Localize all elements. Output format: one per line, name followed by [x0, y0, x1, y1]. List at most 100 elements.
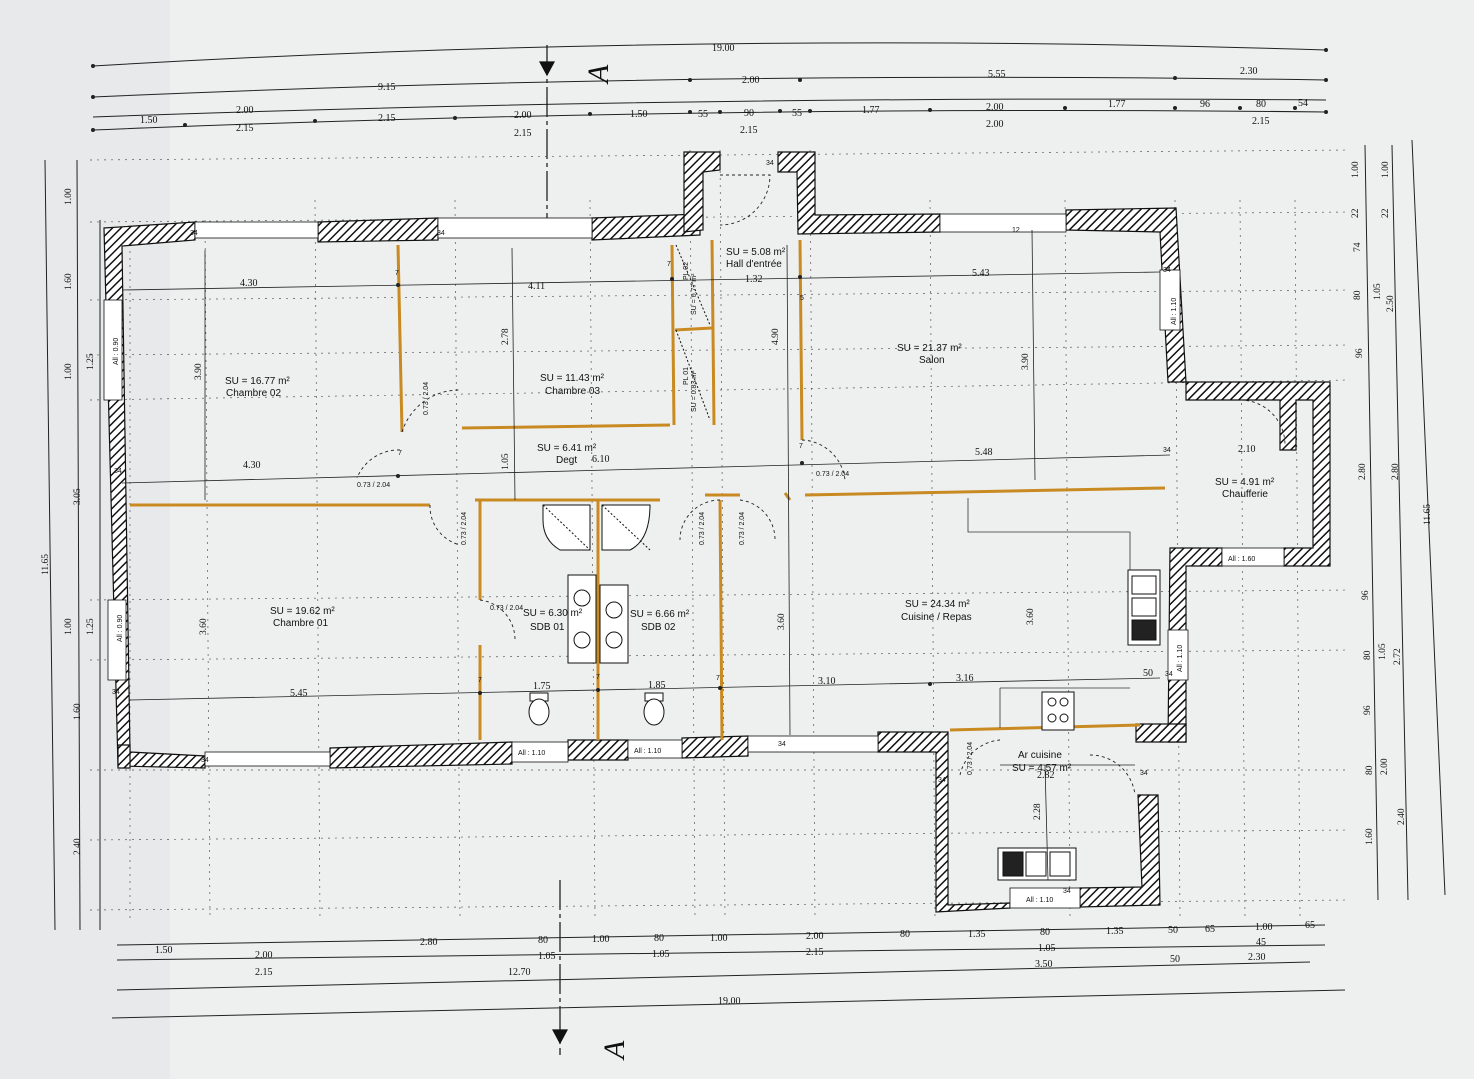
window-label: All : 1.10 — [634, 748, 661, 755]
right-dim: 74 — [1353, 242, 1363, 252]
dim-salon-width: 5.43 — [972, 268, 990, 279]
bottom-dim: 80 — [654, 933, 664, 944]
dim-cuisine-width-2: 3.10 — [818, 676, 836, 687]
dim-34: 34 — [1163, 447, 1171, 454]
right-dim: 1.60 — [1365, 828, 1375, 845]
dim-chaufferie-width: 2.10 — [1238, 444, 1256, 455]
room-name: Hall d'entrée — [726, 259, 782, 270]
dim-arcuisine-width: 2.82 — [1037, 770, 1055, 781]
dim-hall-width: 1.32 — [745, 274, 763, 285]
right-overall-dim: 11.65 — [1423, 504, 1433, 525]
top-dim: 2.00 — [742, 75, 760, 86]
dim-12: 12 — [1012, 227, 1020, 234]
room-name: Degt — [556, 455, 577, 466]
dim-50: 50 — [1143, 668, 1153, 679]
dim-34: 34 — [114, 468, 122, 475]
placard-area: SU = 0.83 m² — [691, 370, 698, 412]
bottom-dim: 2.00 — [255, 950, 273, 961]
bottom-dim: 80 — [538, 935, 548, 946]
top-dim: 1.50 — [140, 115, 158, 126]
top-dim: 2.00 — [986, 102, 1004, 113]
interior-dimension-lines — [121, 229, 1171, 881]
left-dim: 1.60 — [64, 273, 74, 290]
right-dim: 1.00 — [1381, 161, 1391, 178]
dim-7: 7 — [667, 261, 671, 268]
dim-34: 34 — [1163, 267, 1171, 274]
window-label: All : 1.10 — [1177, 645, 1184, 672]
window-label: All : 1.10 — [518, 750, 545, 757]
door-label: 0.73 / 2.04 — [699, 512, 706, 545]
left-dimension-lines — [44, 159, 101, 931]
room-name: Chambre 01 — [273, 618, 328, 629]
room-sdb-02: SU = 6.66 m² SDB 02 — [630, 609, 690, 633]
dim-7: 7 — [395, 270, 399, 277]
bottom-dim: 1.05 — [1038, 943, 1056, 954]
interior-walls — [130, 239, 1166, 741]
dim-cuisine-width-1: 5.48 — [975, 447, 993, 458]
room-area: SU = 5.08 m² — [726, 247, 786, 258]
bottom-dim: 80 — [1040, 927, 1050, 938]
room-hall-entree: SU = 5.08 m² Hall d'entrée — [726, 247, 786, 270]
dim-34: 34 — [112, 689, 120, 696]
right-dim: 80 — [1353, 290, 1363, 300]
right-dim: 96 — [1355, 348, 1365, 358]
section-mark-top — [538, 45, 556, 225]
bottom-dim: 1.50 — [155, 945, 173, 956]
bottom-dim: 1.05 — [538, 951, 556, 962]
window-label: All : 0.90 — [117, 615, 124, 642]
dim-34: 34 — [1063, 888, 1071, 895]
top-dim: 9.15 — [378, 82, 396, 93]
dim-degt-width: 6.10 — [592, 454, 610, 465]
dim-34: 34 — [437, 230, 445, 237]
left-dim: 1.00 — [64, 363, 74, 380]
right-dim: 1.00 — [1351, 161, 1361, 178]
room-name: Salon — [919, 355, 945, 366]
dim-cuisine-height-2: 3.60 — [1026, 608, 1036, 625]
room-name: Chaufferie — [1222, 489, 1268, 500]
top-dim: 2.15 — [378, 113, 396, 124]
left-dim: 1.60 — [73, 703, 83, 720]
top-dim: 2.15 — [1252, 116, 1270, 127]
right-dim: 22 — [1381, 208, 1391, 218]
bottom-dim: 2.15 — [806, 947, 824, 958]
section-label-top: A — [582, 64, 615, 85]
dim-34: 34 — [1165, 671, 1173, 678]
bottom-dim: 65 — [1205, 924, 1215, 935]
room-chambre-03: SU = 11.43 m² Chambre 03 — [540, 373, 605, 397]
section-mark-bottom — [551, 880, 569, 1055]
top-overall-dim: 19.00 — [712, 43, 735, 54]
bottom-dim: 2.00 — [806, 931, 824, 942]
door-label: 0.73 / 2.04 — [423, 382, 430, 415]
left-dim: 1.25 — [86, 618, 96, 635]
top-dim: 2.00 — [986, 119, 1004, 130]
room-sdb-01: SU = 6.30 m² SDB 01 — [523, 608, 583, 633]
left-dim: 2.40 — [73, 838, 83, 855]
door-label: 0.73 / 2.04 — [739, 512, 746, 545]
bottom-dim: 12.70 — [508, 967, 531, 978]
right-dim: 96 — [1363, 705, 1373, 715]
top-dim: 55 — [698, 109, 708, 120]
room-area: SU = 19.62 m² — [270, 606, 335, 617]
bottom-dim: 2.80 — [420, 937, 438, 948]
top-dim: 1.50 — [630, 109, 648, 120]
top-dim: 96 — [1200, 99, 1210, 110]
dim-chambre03-height: 2.78 — [501, 328, 511, 345]
interior-dim-ticks — [396, 275, 932, 695]
exterior-walls — [103, 151, 1331, 913]
door-label: 0.73 / 2.04 — [490, 605, 523, 612]
window-label: All : 1.60 — [1228, 556, 1255, 563]
kitchen-layout-lines — [967, 498, 1131, 728]
room-area: SU = 11.43 m² — [540, 373, 605, 384]
bottom-dim: 1.05 — [652, 949, 670, 960]
room-name: Cuisine / Repas — [901, 612, 972, 623]
right-dim: 2.50 — [1386, 295, 1396, 312]
dim-chambre01-width-top: 4.30 — [243, 460, 261, 471]
placard-02: SU = 0.77 m² PL 02 — [683, 262, 698, 315]
right-dim: 2.80 — [1391, 463, 1401, 480]
right-dim: 2.80 — [1358, 463, 1368, 480]
room-chambre-01: SU = 19.62 m² Chambre 01 — [270, 606, 335, 629]
left-dim: 1.25 — [86, 353, 96, 370]
dim-5: 5 — [800, 295, 804, 302]
bottom-dim: 1.00 — [1255, 922, 1273, 933]
